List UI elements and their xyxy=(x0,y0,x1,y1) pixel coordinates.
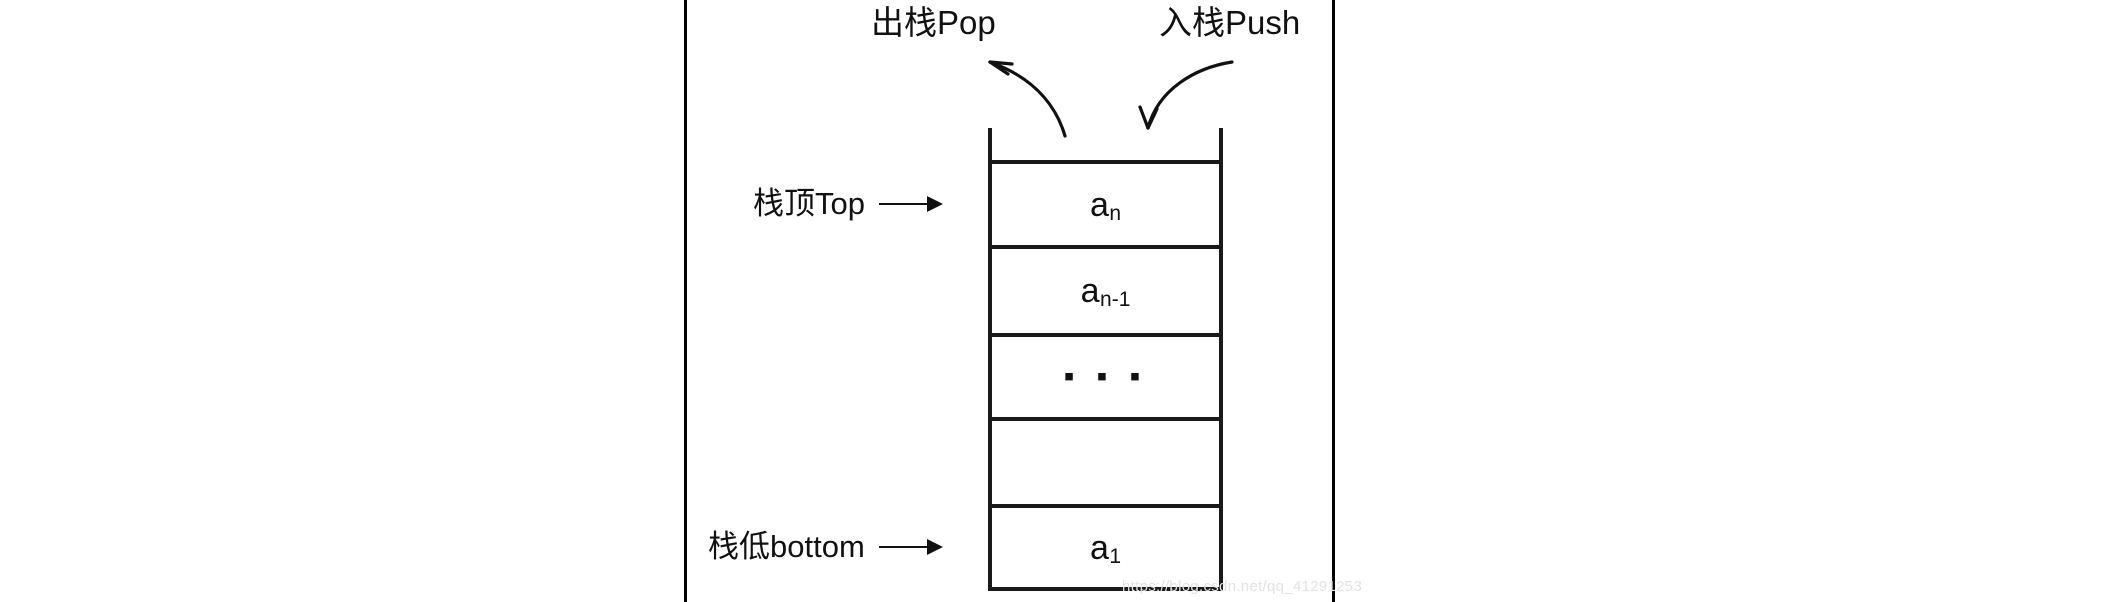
arrow-right-icon xyxy=(878,195,943,212)
stack-divider-0 xyxy=(988,160,1223,164)
stack-bottom-pointer-label: 栈低bottom xyxy=(708,529,865,564)
stack-wall-left xyxy=(988,128,992,589)
push-curved-arrow xyxy=(1138,60,1234,130)
stack-cell-value: an xyxy=(1089,185,1122,225)
stack-cell-value: a1 xyxy=(1089,528,1122,568)
stack-divider-1 xyxy=(988,245,1223,249)
stack-cell-value: an-1 xyxy=(1080,272,1131,311)
arrow-right-icon xyxy=(878,538,943,555)
stack-cell-ellipsis: ▪ ▪ ▪ xyxy=(1063,360,1148,393)
stack-cell-a_n1: an-1 xyxy=(988,247,1223,335)
push-operation-label: 入栈Push xyxy=(1159,4,1301,41)
page-rule-right xyxy=(1332,0,1335,602)
stack-bottom-pointer: 栈低bottom xyxy=(708,529,943,564)
stack-cell-a_n: an xyxy=(988,162,1223,247)
stack-cell-ellip: ▪ ▪ ▪ xyxy=(988,335,1223,419)
stack-divider-4 xyxy=(988,504,1223,508)
stack-container: an an-1 ▪ ▪ ▪ a1 xyxy=(988,128,1223,591)
pop-curved-arrow xyxy=(988,60,1067,138)
stack-divider-5 xyxy=(988,587,1223,591)
stack-cell-empty xyxy=(988,419,1223,506)
stack-top-pointer-label: 栈顶Top xyxy=(753,186,865,221)
pop-operation-label: 出栈Pop xyxy=(871,4,996,41)
stack-cell-cap xyxy=(988,128,1223,162)
stack-divider-2 xyxy=(988,333,1223,337)
stack-divider-3 xyxy=(988,417,1223,421)
page-rule-left xyxy=(684,0,687,602)
stack-wall-right xyxy=(1219,128,1223,589)
operation-arrows-group xyxy=(988,60,1234,138)
stack-top-pointer: 栈顶Top xyxy=(753,186,943,221)
stack-cell-a_1: a1 xyxy=(988,506,1223,589)
site-watermark: https://blog.csdn.net/qq_41291253 xyxy=(1122,578,1363,595)
